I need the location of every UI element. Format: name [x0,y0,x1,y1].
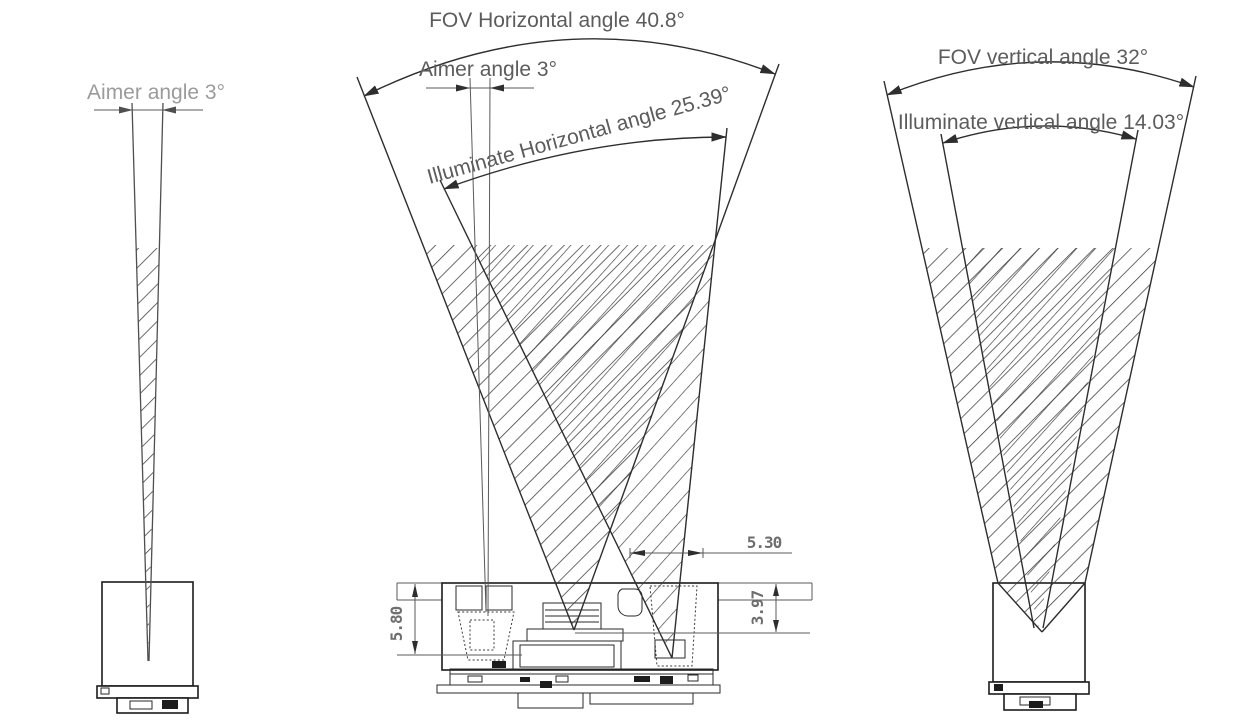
bottom-tab-left [517,692,584,709]
illuminate-angle-arc [942,125,1137,144]
pcb-component [520,677,530,682]
bottom-tab-right [589,692,694,705]
dimension-arrow-top [412,584,418,597]
illuminate-vertical-label: Illuminate vertical angle 14.03° [898,111,1184,134]
base-notch [100,687,110,695]
aimer-grating-left [455,585,483,611]
aimer-angle-dimension [426,84,534,92]
pcb-component [467,675,483,683]
illuminate-horizontal-hatch [472,245,715,658]
illuminate-right-edge [1042,129,1139,629]
aimer-angle-label: Aimer angle 3° [87,81,225,104]
dimension-arrow-top [773,584,779,596]
connector-slot [129,700,153,710]
fov-left-edge [883,80,1043,633]
dimension-arrow-left [630,550,645,556]
illuminator-outline [649,585,698,667]
aimer-beam-left-edge [131,102,149,662]
aimer-beam-right-edge [148,102,164,662]
dimension-value-530: 5.30 [747,533,782,552]
fov-vertical-label: FOV vertical angle 32° [938,46,1148,69]
fov-right-edge [573,63,780,631]
illuminate-left-edge [940,133,1035,629]
view-horizontal: 5.30 5.80 3.97 FOV Horizontal angle 40.8… [356,9,813,709]
pcb-board [449,668,714,686]
illuminate-angle-arc [443,132,727,190]
dimension-arrow-bottom [412,641,418,654]
beam-focus-hatch [998,583,1085,632]
dimension-value-580: 5.80 [387,606,406,641]
aimer-beam-hatch [136,248,159,662]
pcb-components [467,674,699,688]
aimer-angle-label: Aimer angle 3° [419,58,557,81]
illuminate-left-edge [439,179,673,659]
view-side-aimer: Aimer angle 3° [87,81,225,714]
dimension-arrow-right [162,106,176,114]
fov-horizontal-label: FOV Horizontal angle 40.8° [429,9,685,32]
aimer-base-block [492,661,506,668]
pcb-component [687,674,699,682]
aimer-angle-dimension [94,106,203,114]
pcb-component [634,676,650,682]
module-base-strip [96,685,199,699]
fov-angle-arc [886,61,1195,96]
dimension-arrow-left [119,106,133,114]
dimension-397: 3.97 [575,584,810,634]
connector-block [162,700,178,709]
pcb-component [660,676,673,684]
dimension-530: 5.30 [629,533,792,558]
aimer-assembly-inner [469,619,495,651]
pcb-component [540,681,552,688]
pcb-component [555,675,569,683]
view-vertical: FOV vertical angle 32° Illuminate vertic… [883,46,1197,711]
aimer-assembly-outline [457,611,515,661]
dimension-arrow-right [490,84,504,92]
base-notch [994,684,1003,691]
illuminate-right-edge [671,127,728,659]
dimension-arrow-right [688,550,703,556]
dimension-arrow-left [456,84,470,92]
dimension-arrow-bottom [773,620,779,632]
fov-left-edge [356,76,575,631]
dimension-580: 5.80 [387,584,522,656]
dimension-value-397: 3.97 [748,590,767,625]
illuminate-vertical-hatch [962,248,1115,628]
imager-body-inner [519,644,615,668]
module-base-strip [988,681,1090,695]
fov-right-edge [1041,75,1197,633]
pcb-plate [436,684,721,694]
fov-angle-arc [363,38,776,97]
connector-block [1029,701,1043,708]
